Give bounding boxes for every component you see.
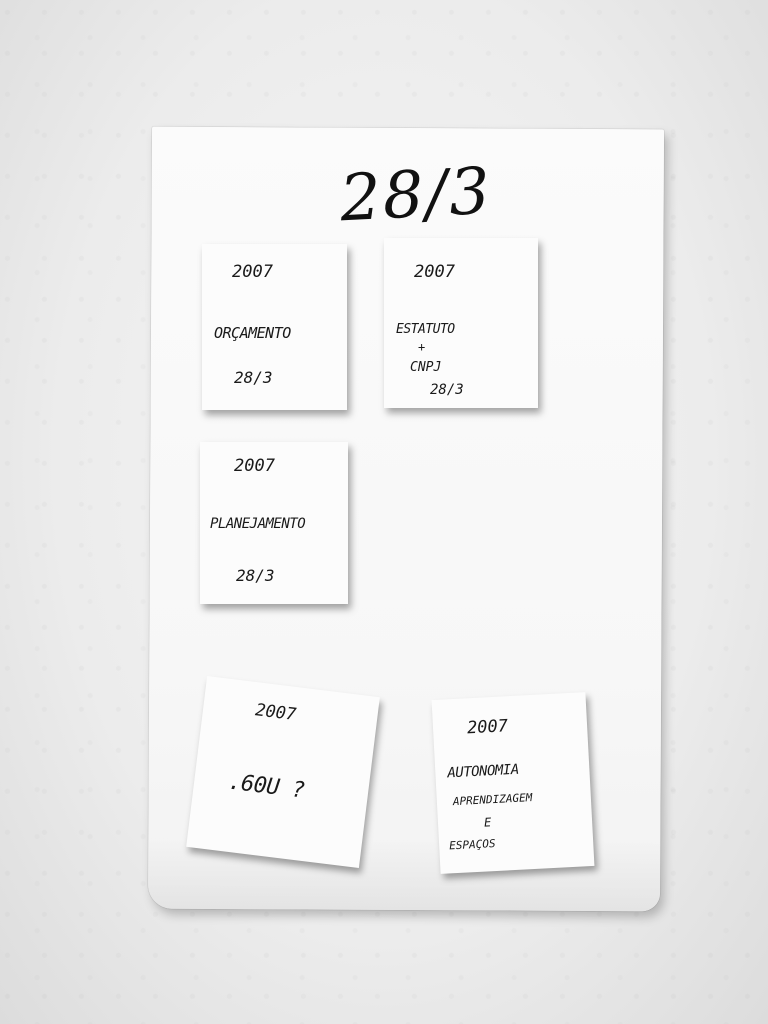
- note-date: 28/3: [430, 382, 464, 398]
- sticky-note-estatuto: 2007 ESTATUTO + CNPJ 28/3: [384, 238, 538, 408]
- note-year: 2007: [414, 262, 455, 282]
- note-title: .60U ?: [226, 769, 306, 804]
- note-title: ORÇAMENTO: [214, 324, 291, 342]
- note-year: 2007: [466, 716, 509, 739]
- note-title: PLANEJAMENTO: [210, 516, 306, 532]
- sticky-note-orcamento: 2007 ORÇAMENTO 28/3: [202, 244, 347, 410]
- note-date: 28/3: [234, 368, 273, 387]
- note-line-3: E: [483, 815, 492, 830]
- note-line-1: AUTONOMIA: [446, 761, 520, 782]
- note-date: 28/3: [236, 566, 275, 585]
- sticky-note-question: 2007 .60U ?: [186, 676, 380, 868]
- note-line-2: APRENDIZAGEM: [452, 791, 533, 809]
- note-year: 2007: [234, 456, 275, 476]
- note-line-2: +: [418, 340, 426, 354]
- note-year: 2007: [254, 700, 298, 726]
- note-line-3: CNPJ: [410, 360, 442, 375]
- poster-date-heading: 28/3: [338, 154, 494, 237]
- sticky-note-autonomia: 2007 AUTONOMIA APRENDIZAGEM E ESPAÇOS: [431, 692, 595, 874]
- sticky-note-planejamento: 2007 PLANEJAMENTO 28/3: [200, 442, 348, 604]
- note-year: 2007: [232, 262, 273, 282]
- note-line-4: ESPAÇOS: [448, 837, 496, 853]
- note-line-1: ESTATUTO: [396, 322, 455, 337]
